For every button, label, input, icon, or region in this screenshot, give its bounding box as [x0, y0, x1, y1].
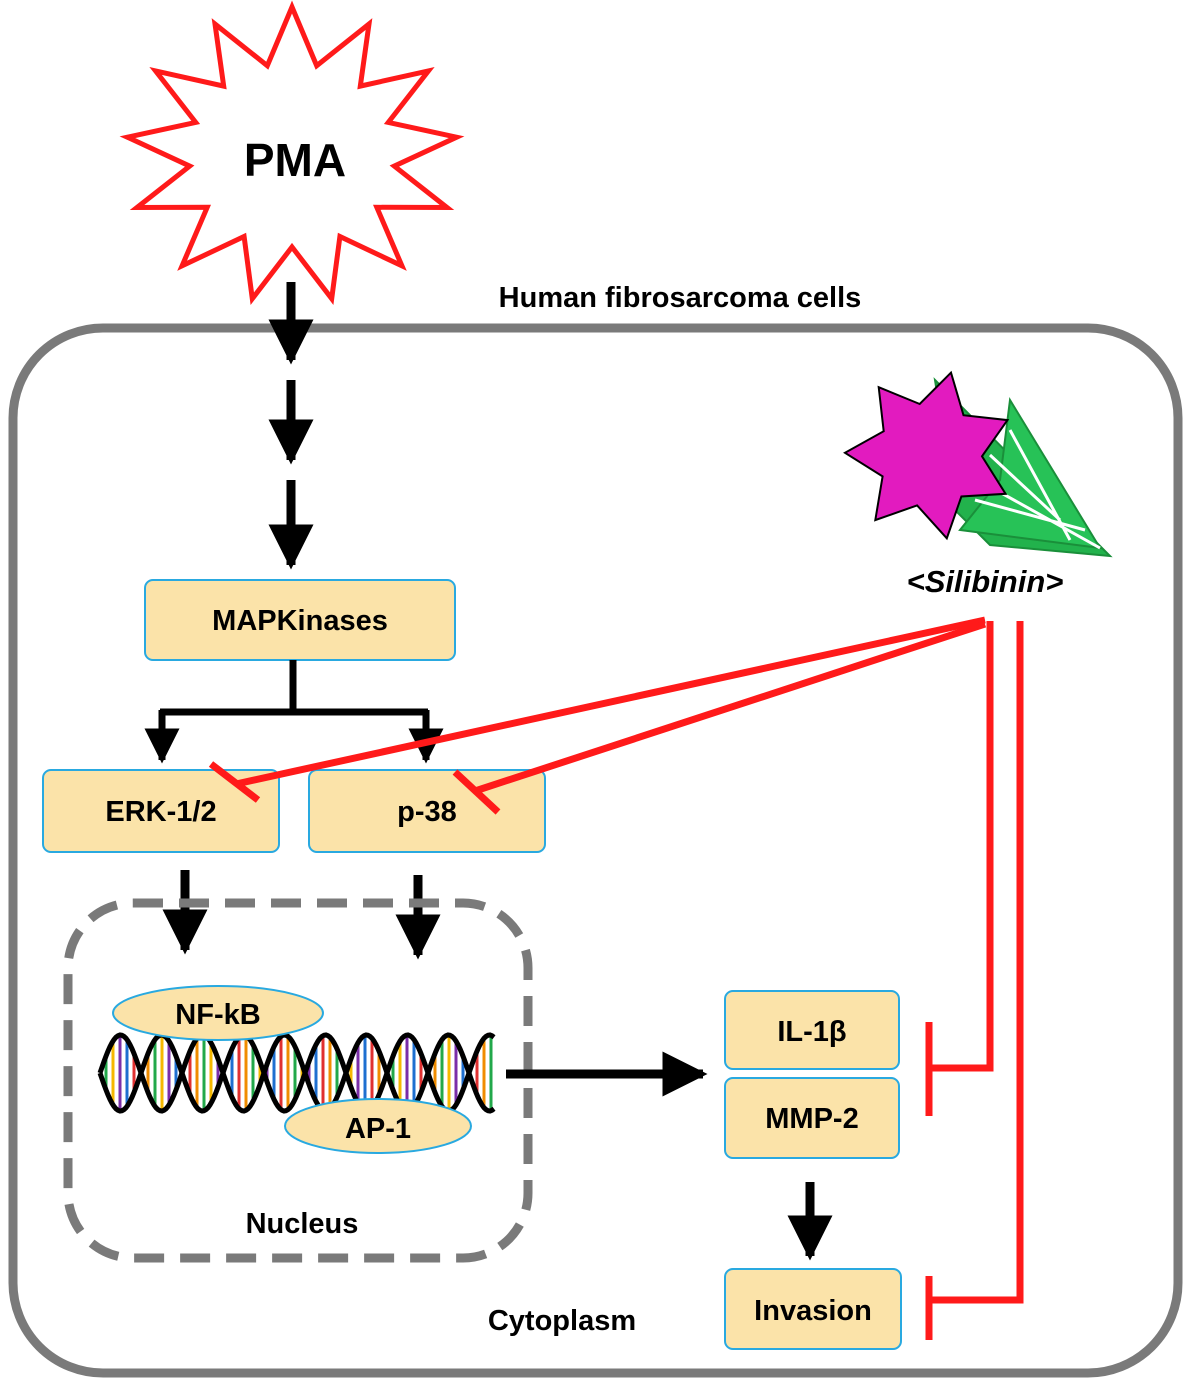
leaf-shape-front — [958, 397, 1102, 550]
inhibit-path-invasion — [932, 621, 1024, 1304]
nucleus-label: Nucleus — [246, 1208, 359, 1240]
dna-helix — [97, 1032, 496, 1114]
inhibit-bar-p38 — [452, 769, 501, 815]
mapk-branch — [160, 660, 428, 716]
silibinin-label: <Silibinin> — [907, 564, 1064, 599]
leaf-veins — [959, 429, 1101, 550]
pma-burst-shape — [119, 0, 465, 306]
mapk-label: MAPKinases — [212, 605, 388, 637]
pma-label: PMA — [244, 134, 346, 186]
mmp2-node — [724, 1077, 900, 1159]
nucleus-membrane — [63, 898, 533, 1263]
p38-label: p-38 — [397, 796, 457, 828]
invasion-node — [724, 1268, 902, 1350]
nfkb-ellipse — [112, 985, 324, 1041]
invasion-label: Invasion — [754, 1295, 872, 1327]
il1b-node — [724, 990, 900, 1070]
mmp2-label: MMP-2 — [765, 1103, 858, 1135]
mapk-node — [144, 579, 456, 661]
inhibit-line-p38 — [473, 620, 987, 795]
cell-label: Human fibrosarcoma cells — [499, 282, 862, 314]
ap1-ellipse — [284, 1098, 472, 1154]
silibinin-star-shape — [843, 370, 1010, 541]
nfkb-label: NF-kB — [175, 999, 260, 1031]
inhibition-lines — [208, 616, 1024, 1340]
dna-strand-b — [97, 1032, 496, 1114]
inhibit-bar-erk — [208, 761, 261, 803]
cytoplasm-label: Cytoplasm — [488, 1305, 636, 1337]
inhibit-path-il1b — [932, 621, 994, 1072]
ap1-label: AP-1 — [345, 1113, 411, 1145]
inhibit-line-erk — [235, 616, 986, 788]
erk-label: ERK-1/2 — [105, 796, 216, 828]
silibinin-icon — [843, 370, 1113, 558]
erk-node — [42, 769, 280, 853]
il1b-label: IL-1β — [777, 1016, 846, 1048]
cell-membrane — [8, 323, 1183, 1378]
